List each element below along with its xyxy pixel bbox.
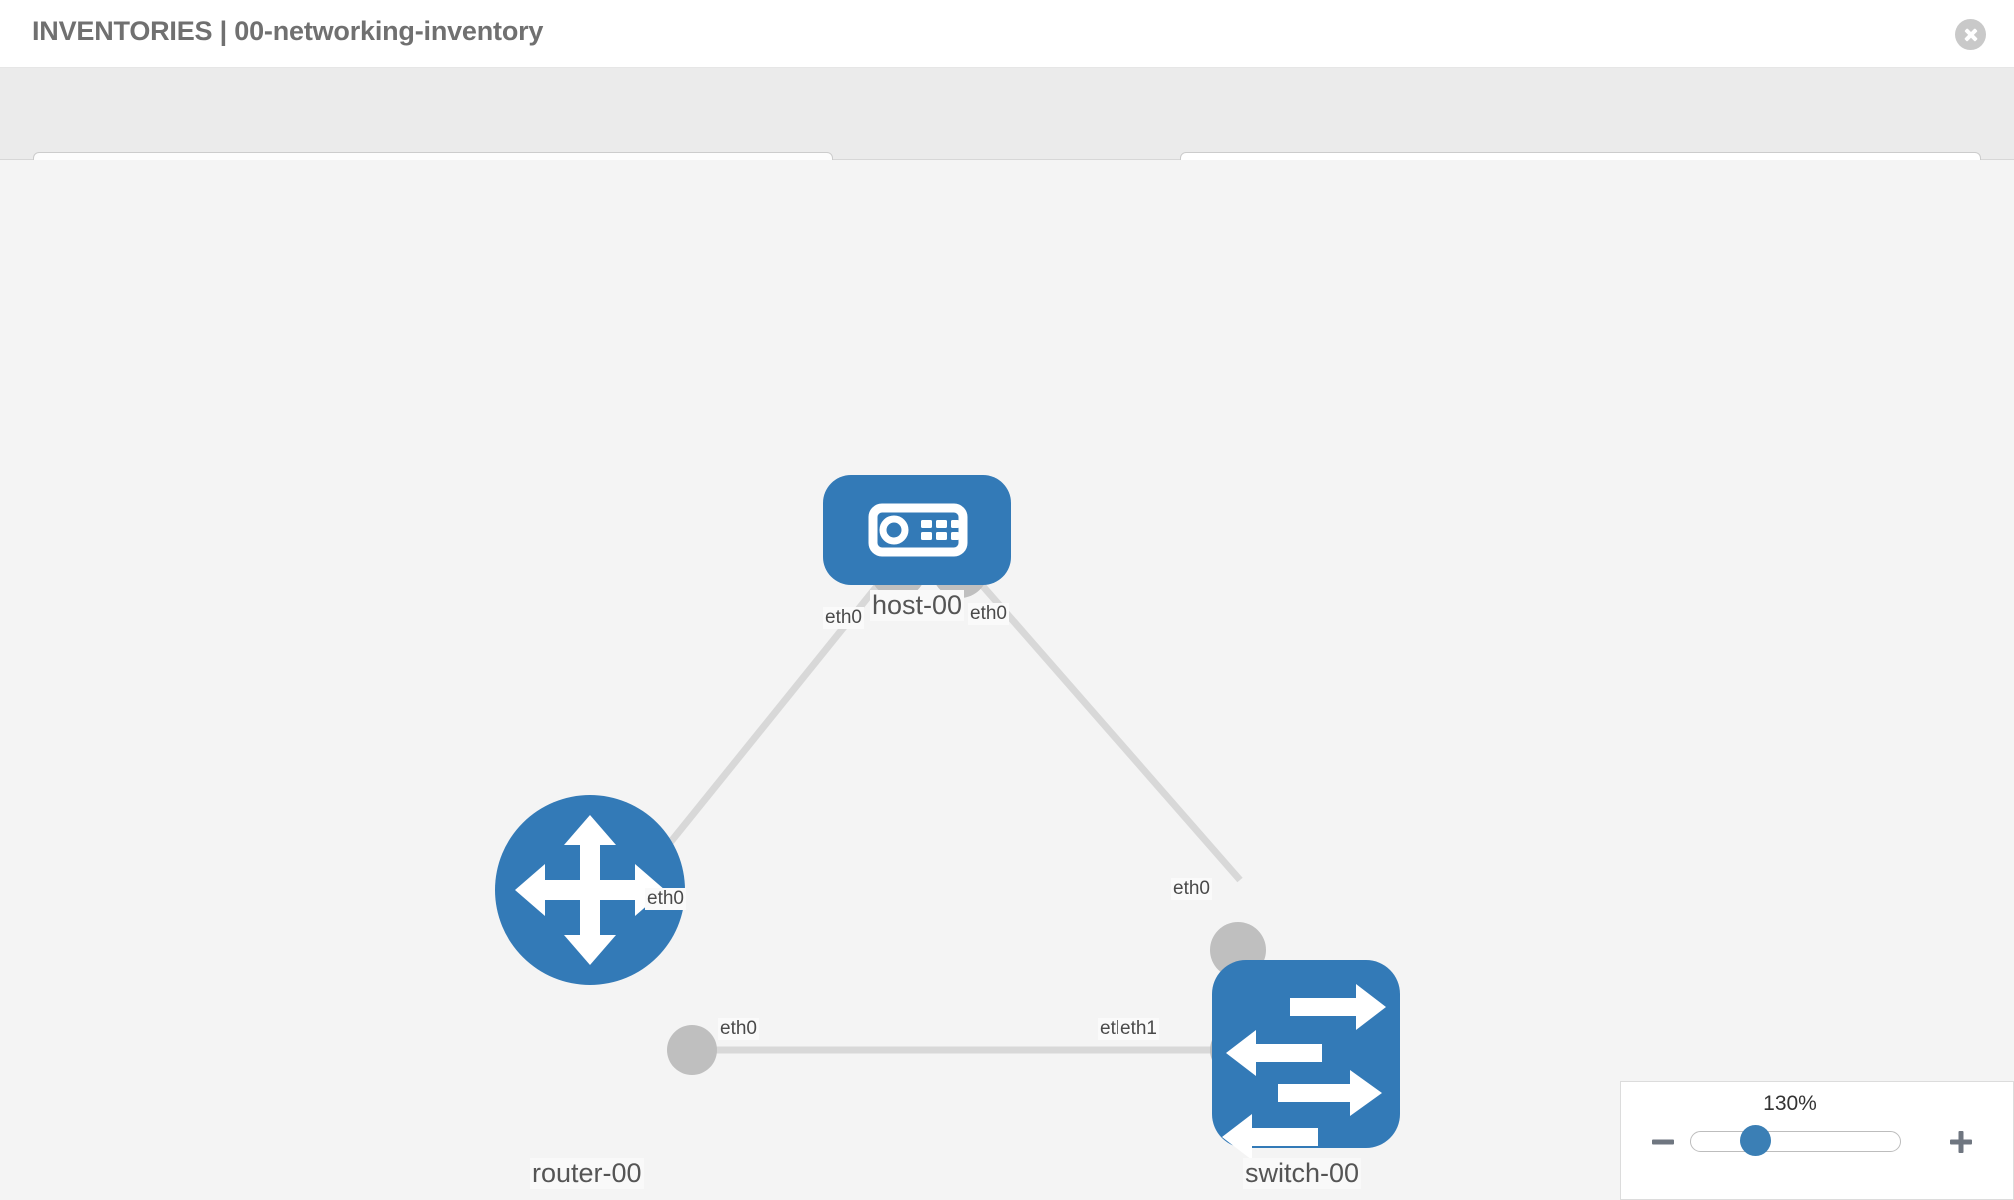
page-title: INVENTORIES | 00-networking-inventory bbox=[32, 16, 544, 46]
minus-icon[interactable] bbox=[1650, 1129, 1676, 1155]
topology-edges bbox=[637, 557, 1243, 1054]
node-host-00 bbox=[823, 475, 1011, 585]
topology-canvas[interactable]: eth0 eth0 eth0 eth0 eth0 eth0 eth1 host-… bbox=[0, 160, 2014, 1200]
topology-graph bbox=[495, 475, 1400, 1160]
edge-host-switch bbox=[957, 557, 1243, 883]
node-router-00 bbox=[495, 795, 685, 985]
connector-router-right bbox=[667, 1025, 717, 1075]
zoom-slider[interactable] bbox=[1690, 1131, 1901, 1152]
zoom-level-label: 130% bbox=[1763, 1092, 1817, 1115]
toolbar: ACTIONS SEARCH bbox=[0, 68, 2014, 204]
zoom-control-panel: 130% bbox=[1620, 1081, 2014, 1200]
edge-host-router bbox=[637, 557, 901, 883]
close-icon[interactable] bbox=[1955, 19, 1986, 50]
plus-icon[interactable] bbox=[1948, 1129, 1974, 1155]
page-header: INVENTORIES | 00-networking-inventory bbox=[0, 0, 2014, 68]
zoom-slider-handle[interactable] bbox=[1740, 1125, 1771, 1156]
node-switch-00 bbox=[1212, 960, 1400, 1160]
